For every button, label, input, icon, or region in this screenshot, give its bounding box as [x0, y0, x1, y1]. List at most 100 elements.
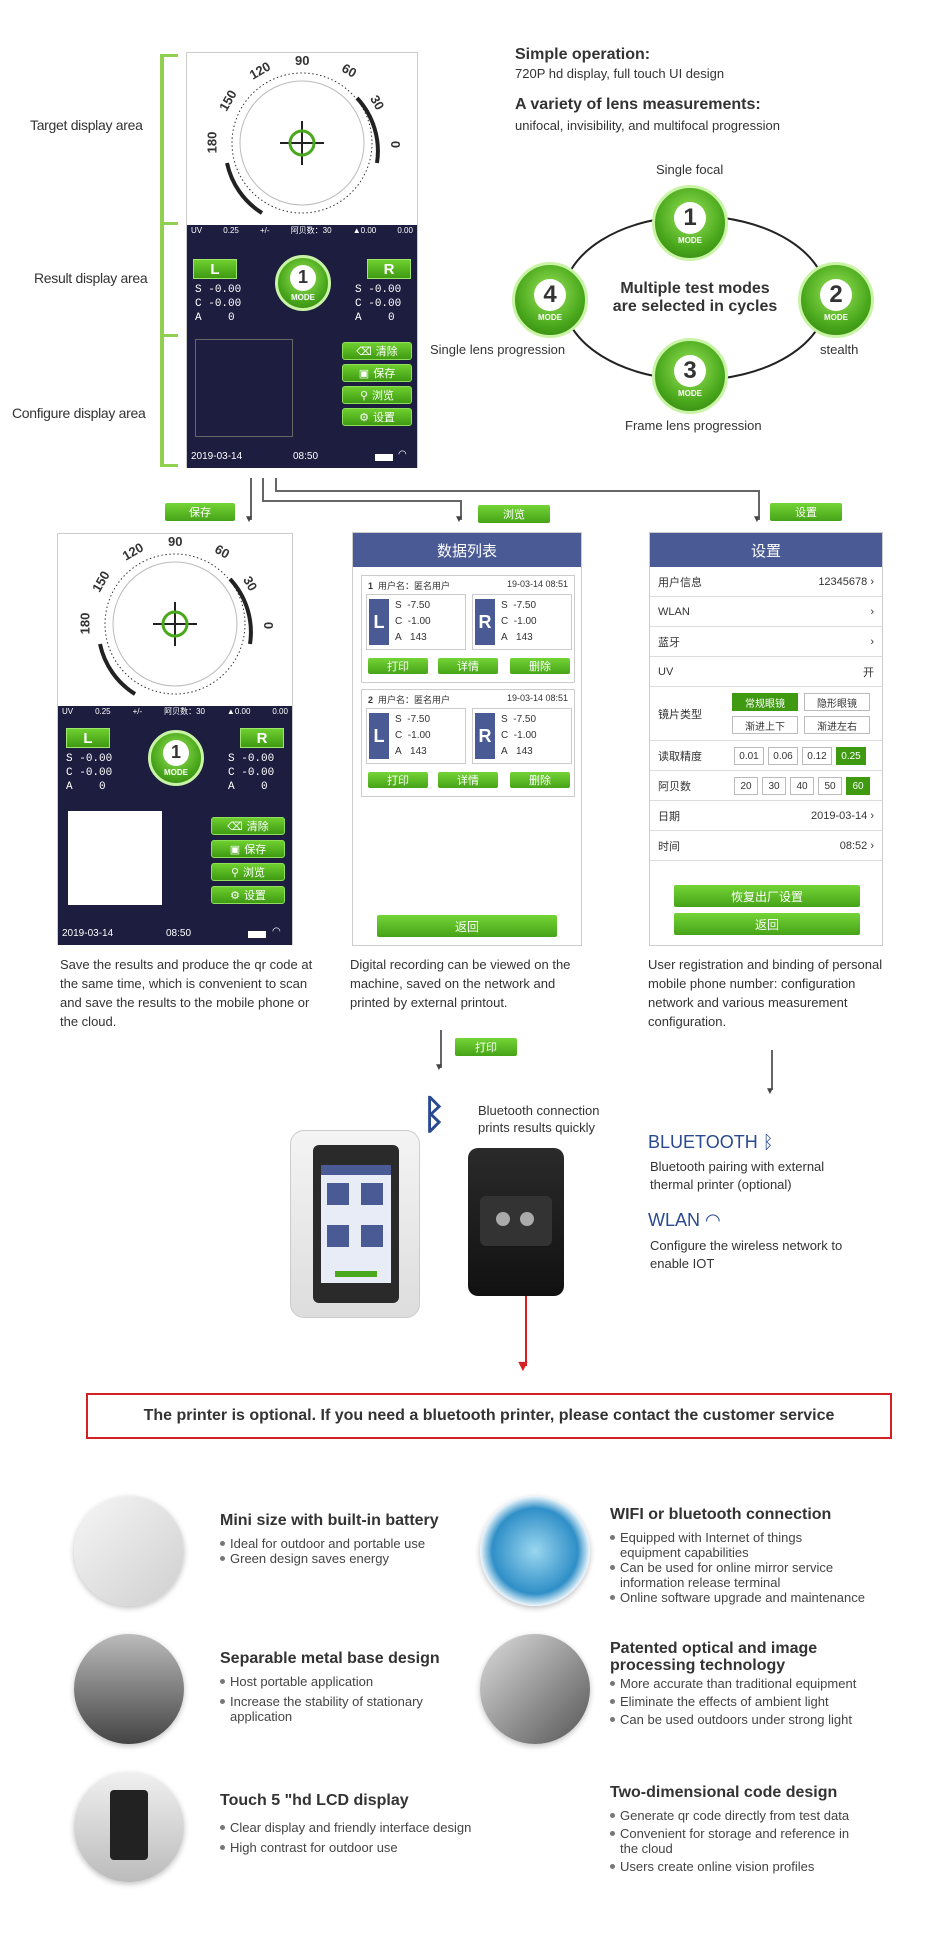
data-list-title: 数据列表	[353, 533, 581, 567]
lens-type-contact[interactable]: 隐形眼镜	[804, 693, 870, 711]
browse-button-2[interactable]: ⚲浏览	[211, 863, 285, 881]
feature-item: Increase the stability of stationary app…	[220, 1694, 440, 1724]
record-detail-button[interactable]: 详情	[438, 658, 498, 674]
record-left-box: L S -7.50 C -1.00 A 143	[366, 594, 466, 650]
tag-save-label: 保存	[189, 507, 211, 519]
bluetooth-note: Bluetooth connection prints results quic…	[478, 1103, 600, 1135]
arrow-down-icon: ▼	[434, 1062, 444, 1073]
precision-option-selected[interactable]: 0.25	[836, 747, 866, 765]
left-eye-button[interactable]: L	[193, 259, 237, 279]
lens-type-regular[interactable]: 常规眼镜	[732, 693, 798, 711]
feature-title: Mini size with built-in battery	[220, 1512, 439, 1529]
clear-button[interactable]: ⌫清除	[342, 342, 412, 360]
record-delete-button[interactable]: 删除	[510, 658, 570, 674]
thermal-printer	[468, 1148, 564, 1296]
save-button-2[interactable]: ▣保存	[211, 840, 285, 858]
abbe-option[interactable]: 30	[762, 777, 786, 795]
tag-print-label: 打印	[475, 1042, 497, 1054]
browse-button[interactable]: ⚲浏览	[342, 386, 412, 404]
chevron-right-icon: ›	[870, 575, 874, 588]
setting-lens-type-label: 镜片类型	[658, 708, 702, 721]
precision-option[interactable]: 0.01	[734, 747, 764, 765]
mode-3-number: 3	[674, 354, 706, 387]
record-left-values: S -7.50 C -1.00 A 143	[395, 714, 431, 757]
wlan-title: WLAN ◠	[648, 1210, 721, 1231]
device-display-button	[335, 1271, 377, 1277]
precision-option[interactable]: 0.12	[802, 747, 832, 765]
printer-panel	[480, 1196, 552, 1246]
right-eye-button-2[interactable]: R	[240, 728, 284, 748]
record-detail-button[interactable]: 详情	[438, 772, 498, 788]
setting-bluetooth-label: 蓝牙	[658, 636, 680, 649]
mode-1-tag: MODE	[678, 235, 702, 245]
abbe-option[interactable]: 40	[790, 777, 814, 795]
lens-type-progressive-horizontal[interactable]: 渐进左右	[804, 716, 870, 734]
label-target-area: Target display area	[30, 117, 143, 133]
setting-wlan[interactable]: WLAN›	[650, 597, 882, 627]
setting-abbe-label: 阿贝数	[658, 780, 691, 793]
record-user: 用户名：匿名用户	[378, 695, 451, 705]
left-values-2: S -0.00 C -0.00 A 0	[66, 753, 113, 793]
setting-abbe: 阿贝数 20 30 40 50 60	[650, 771, 882, 801]
clear-button-2[interactable]: ⌫清除	[211, 817, 285, 835]
record-print-button[interactable]: 打印	[368, 658, 428, 674]
feature-photo-base	[74, 1634, 184, 1744]
settings-button-2[interactable]: ⚙设置	[211, 886, 285, 904]
setting-precision: 读取精度 0.01 0.06 0.12 0.25	[650, 741, 882, 771]
qr-code[interactable]	[68, 811, 162, 905]
mode-button-2[interactable]: 1 MODE	[148, 730, 204, 786]
settings-button[interactable]: ⚙设置	[342, 408, 412, 426]
abbe-option-selected[interactable]: 60	[846, 777, 870, 795]
feature-photo-battery	[74, 1496, 184, 1606]
data-list-back-button[interactable]: 返回	[377, 915, 557, 937]
abbe-option[interactable]: 50	[818, 777, 842, 795]
uv-value: 0.25	[223, 226, 239, 235]
record-header: 1 用户名：匿名用户 19-03-14 08:51	[362, 576, 574, 595]
bracket-tick	[160, 222, 178, 225]
feature-item: Equipped with Internet of things equipme…	[610, 1530, 810, 1560]
intro-text-1: 720P hd display, full touch UI design	[515, 66, 725, 81]
chevron-right-icon: ›	[870, 809, 874, 822]
save-button[interactable]: ▣保存	[342, 364, 412, 382]
feature-item: Can be used for online mirror service in…	[610, 1560, 840, 1590]
battery-icon	[375, 454, 393, 461]
left-eye-button-2[interactable]: L	[66, 728, 110, 748]
setting-precision-label: 读取精度	[658, 750, 702, 763]
status-bar: UV 0.25 +/- 阿贝数：30 ▲0.00 0.00	[187, 225, 417, 237]
connector-line	[250, 478, 252, 520]
abbe-option[interactable]: 20	[734, 777, 758, 795]
record-delete-button[interactable]: 删除	[510, 772, 570, 788]
device-display-header	[321, 1165, 391, 1175]
uv-label: UV	[191, 226, 203, 235]
precision-option[interactable]: 0.06	[768, 747, 798, 765]
record-header: 2 用户名：匿名用户 19-03-14 08:51	[362, 690, 574, 709]
feature-item: Clear display and friendly interface des…	[220, 1820, 500, 1835]
bluetooth-title-label: BLUETOOTH	[648, 1132, 758, 1152]
tag-print: 打印	[455, 1038, 517, 1056]
factory-reset-button[interactable]: 恢复出厂设置	[674, 885, 860, 907]
target-display: 90 120 60 150 30 180 0	[187, 53, 417, 223]
setting-bluetooth[interactable]: 蓝牙›	[650, 627, 882, 657]
right-eye-button[interactable]: R	[367, 259, 411, 279]
record-print-button[interactable]: 打印	[368, 772, 428, 788]
save-label: 保存	[373, 368, 396, 380]
feature-item: More accurate than traditional equipment	[610, 1676, 910, 1691]
printer-button	[496, 1212, 510, 1226]
battery-icon	[248, 931, 266, 938]
record-user: 用户名：匿名用户	[378, 581, 451, 591]
mode-number: 1	[290, 264, 316, 291]
settings-back-button[interactable]: 返回	[674, 913, 860, 935]
tag-settings: 设置	[770, 503, 842, 521]
lens-type-progressive-vertical[interactable]: 渐进上下	[732, 716, 798, 734]
device-display	[321, 1165, 391, 1283]
arrow-down-icon: ▼	[765, 1086, 775, 1097]
mode-button[interactable]: 1 MODE	[275, 255, 331, 311]
